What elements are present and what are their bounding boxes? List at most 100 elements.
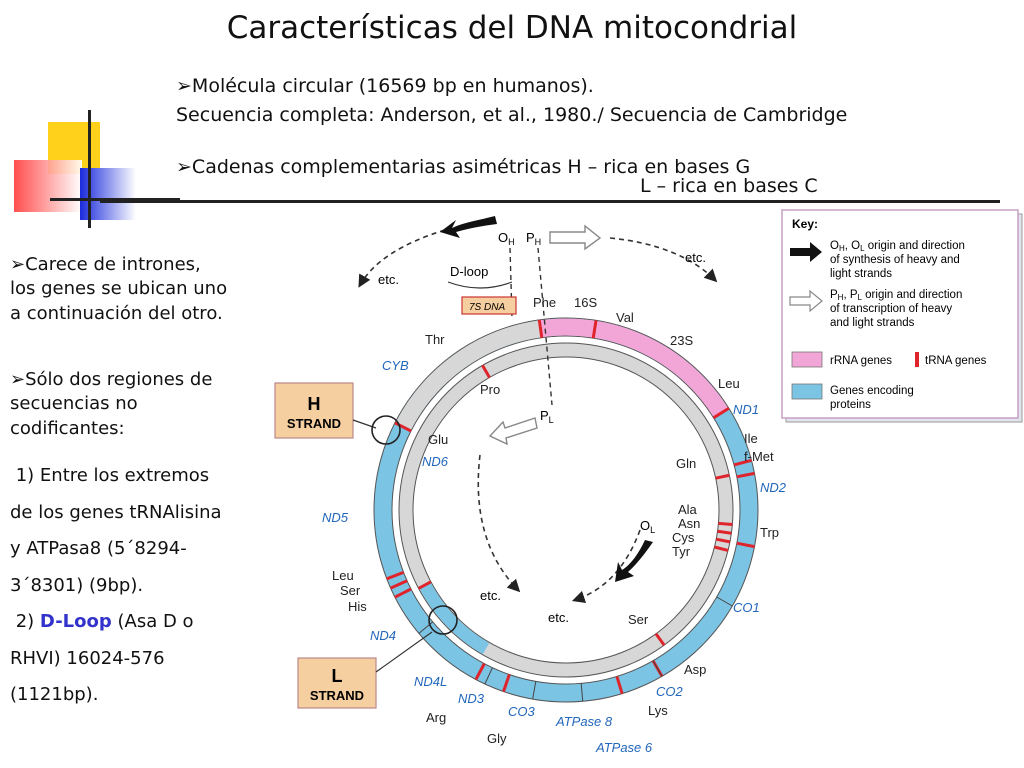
gene-boundary-5 [418, 621, 434, 634]
key-title: Key: [792, 217, 818, 231]
7s-dna-box [461, 296, 517, 315]
etc-label-4: etc. [548, 610, 569, 625]
trna-tick-outer-8 [502, 674, 511, 693]
trna-tick-outer-7 [615, 675, 624, 695]
gene-label-ser-1: Ser [628, 612, 649, 627]
bullet-2: ➢Cadenas complementarias asimétricas H –… [176, 156, 750, 178]
key-protein-label-2: proteins [830, 399, 871, 411]
p3-line-3: y ATPasa8 (5´8294- [10, 538, 187, 559]
gene-label-leu-1: Leu [718, 376, 740, 391]
gene-label-nd4: ND4 [370, 628, 396, 643]
trna-tick-outer-2 [712, 406, 730, 420]
gene-label-ile: Ile [744, 431, 758, 446]
etc-label-2: etc. [685, 250, 706, 265]
gene-label-nd3: ND3 [458, 691, 485, 706]
left-paragraph-1: ➢Carece de intrones, los genes se ubican… [10, 253, 227, 326]
pl-white-arrow-icon [488, 417, 538, 446]
gene-label-glu: Glu [428, 432, 448, 447]
key-panel: Key: OH, OL origin and direction of synt… [781, 209, 1023, 423]
outer-ring-rrna-segment [539, 318, 729, 418]
gene-label-co2: CO2 [656, 684, 684, 699]
bullet-arrow-icon: ➢ [10, 369, 26, 390]
gene-label-16s: 16S [574, 295, 597, 310]
p1-line-3: a continuación del otro. [10, 302, 223, 324]
p4-line-3: (1121bp). [10, 684, 99, 705]
key-item-1-line-1: OH, OL origin and direction [830, 240, 965, 253]
etc-label-1: etc. [378, 272, 399, 287]
p3-line-1: 1) Entre los extremos [10, 465, 210, 486]
gene-label-atpase6: ATPase 6 [595, 740, 653, 755]
p2-line-1: Sólo dos regiones de [25, 369, 213, 390]
key-black-arrow-icon [790, 242, 822, 262]
l-strand-word: STRAND [310, 688, 364, 703]
trna-tick-inner-3 [718, 521, 733, 527]
header-rule [100, 200, 1000, 203]
trna-tick-inner-2 [715, 473, 730, 480]
p4-line-2: RHVI) 16024-576 [10, 647, 165, 669]
trna-tick-outer-3 [733, 458, 752, 467]
trna-tick-inner-6 [714, 545, 729, 552]
decorative-squares [10, 110, 180, 230]
gene-label-asp: Asp [684, 662, 706, 677]
h-strand-box [274, 382, 354, 439]
outer-ring-stroke-in [391, 335, 741, 685]
inner-ring-stroke-in [412, 356, 720, 664]
key-protein-label-1: Genes encoding [830, 385, 914, 397]
gene-label-phe: Phe [533, 295, 556, 310]
outer-ring-stroke-out [373, 317, 759, 703]
bullet-arrow-icon: ➢ [176, 156, 192, 178]
gene-label-co3: CO3 [508, 704, 536, 719]
trna-tick-outer-5 [736, 541, 755, 549]
gene-label-ser-2: Ser [340, 583, 361, 598]
gene-label-nd4l: ND4L [414, 674, 447, 689]
mtdna-diagram: OH PH PL OL etc. etc. etc. etc. D-loop 7… [274, 209, 1023, 755]
p2-line-2: secuencias no [10, 393, 138, 415]
gene-label-arg: Arg [426, 710, 446, 725]
oh-label: OH [498, 230, 515, 247]
7s-dna-label: 7S DNA [469, 302, 505, 313]
key-trna-swatch [915, 352, 919, 367]
gene-label-co1: CO1 [733, 600, 760, 615]
p4-suffix: (Asa D o [111, 611, 194, 632]
l-strand-pointer [375, 631, 433, 673]
trna-tick-outer-11 [389, 579, 408, 590]
h-strand-word: STRAND [287, 416, 341, 431]
key-item-2-line-3: and light strands [830, 317, 915, 329]
inner-ring-stroke-out [398, 342, 734, 678]
left-paragraph-2: ➢Sólo dos regiones de secuencias no codi… [10, 368, 212, 441]
trna-tick-inner-5 [715, 537, 731, 544]
p4-line-1: 2) D-Loop (Asa D o [10, 604, 222, 641]
inner-ring-segments [418, 581, 490, 655]
gene-label-atpase8: ATPase 8 [555, 714, 613, 729]
bullet-arrow-icon: ➢ [10, 254, 26, 275]
gene-label-nd2: ND2 [760, 480, 787, 495]
inner-ring-nd6-segment [418, 581, 490, 655]
key-item-1-line-3: light strands [830, 268, 892, 280]
gene-label-gly: Gly [487, 731, 507, 746]
trna-tick-outer-4 [736, 471, 755, 479]
ol-label: OL [640, 518, 655, 535]
p1-line-2: los genes se ubican uno [10, 278, 228, 300]
gene-label-cyb: CYB [382, 358, 409, 373]
slide-title: Características del DNA mitocondrial [226, 10, 798, 46]
ph-label: PH [526, 230, 541, 247]
gene-label-nd5: ND5 [322, 510, 349, 525]
gene-boundary-4 [484, 667, 493, 685]
trna-tick-outer-12 [386, 570, 405, 581]
p3-line-2: de los genes tRNAlisina [10, 501, 222, 523]
key-rrna-swatch [791, 351, 823, 368]
gene-boundary-2 [580, 683, 584, 702]
trna-tick-outer-13 [394, 421, 412, 433]
outer-ring-segments [395, 318, 729, 431]
gene-label-thr: Thr [425, 332, 445, 347]
key-rrna-label: rRNA genes [830, 355, 892, 367]
gene-boundary-3 [532, 681, 537, 700]
bullet-1-text: Molécula circular (16569 bp en humanos). [191, 75, 594, 97]
p2-line-3: codificantes: [10, 417, 125, 439]
trna-tick-outer-1 [591, 320, 598, 339]
trna-tick-outer-10 [394, 587, 412, 599]
h-strand-letter: H [308, 394, 321, 414]
bullet-1-sub: Secuencia completa: Anderson, et al., 19… [176, 104, 848, 126]
bullet-arrow-icon: ➢ [176, 75, 192, 97]
l-strand-letter: L [332, 666, 343, 686]
